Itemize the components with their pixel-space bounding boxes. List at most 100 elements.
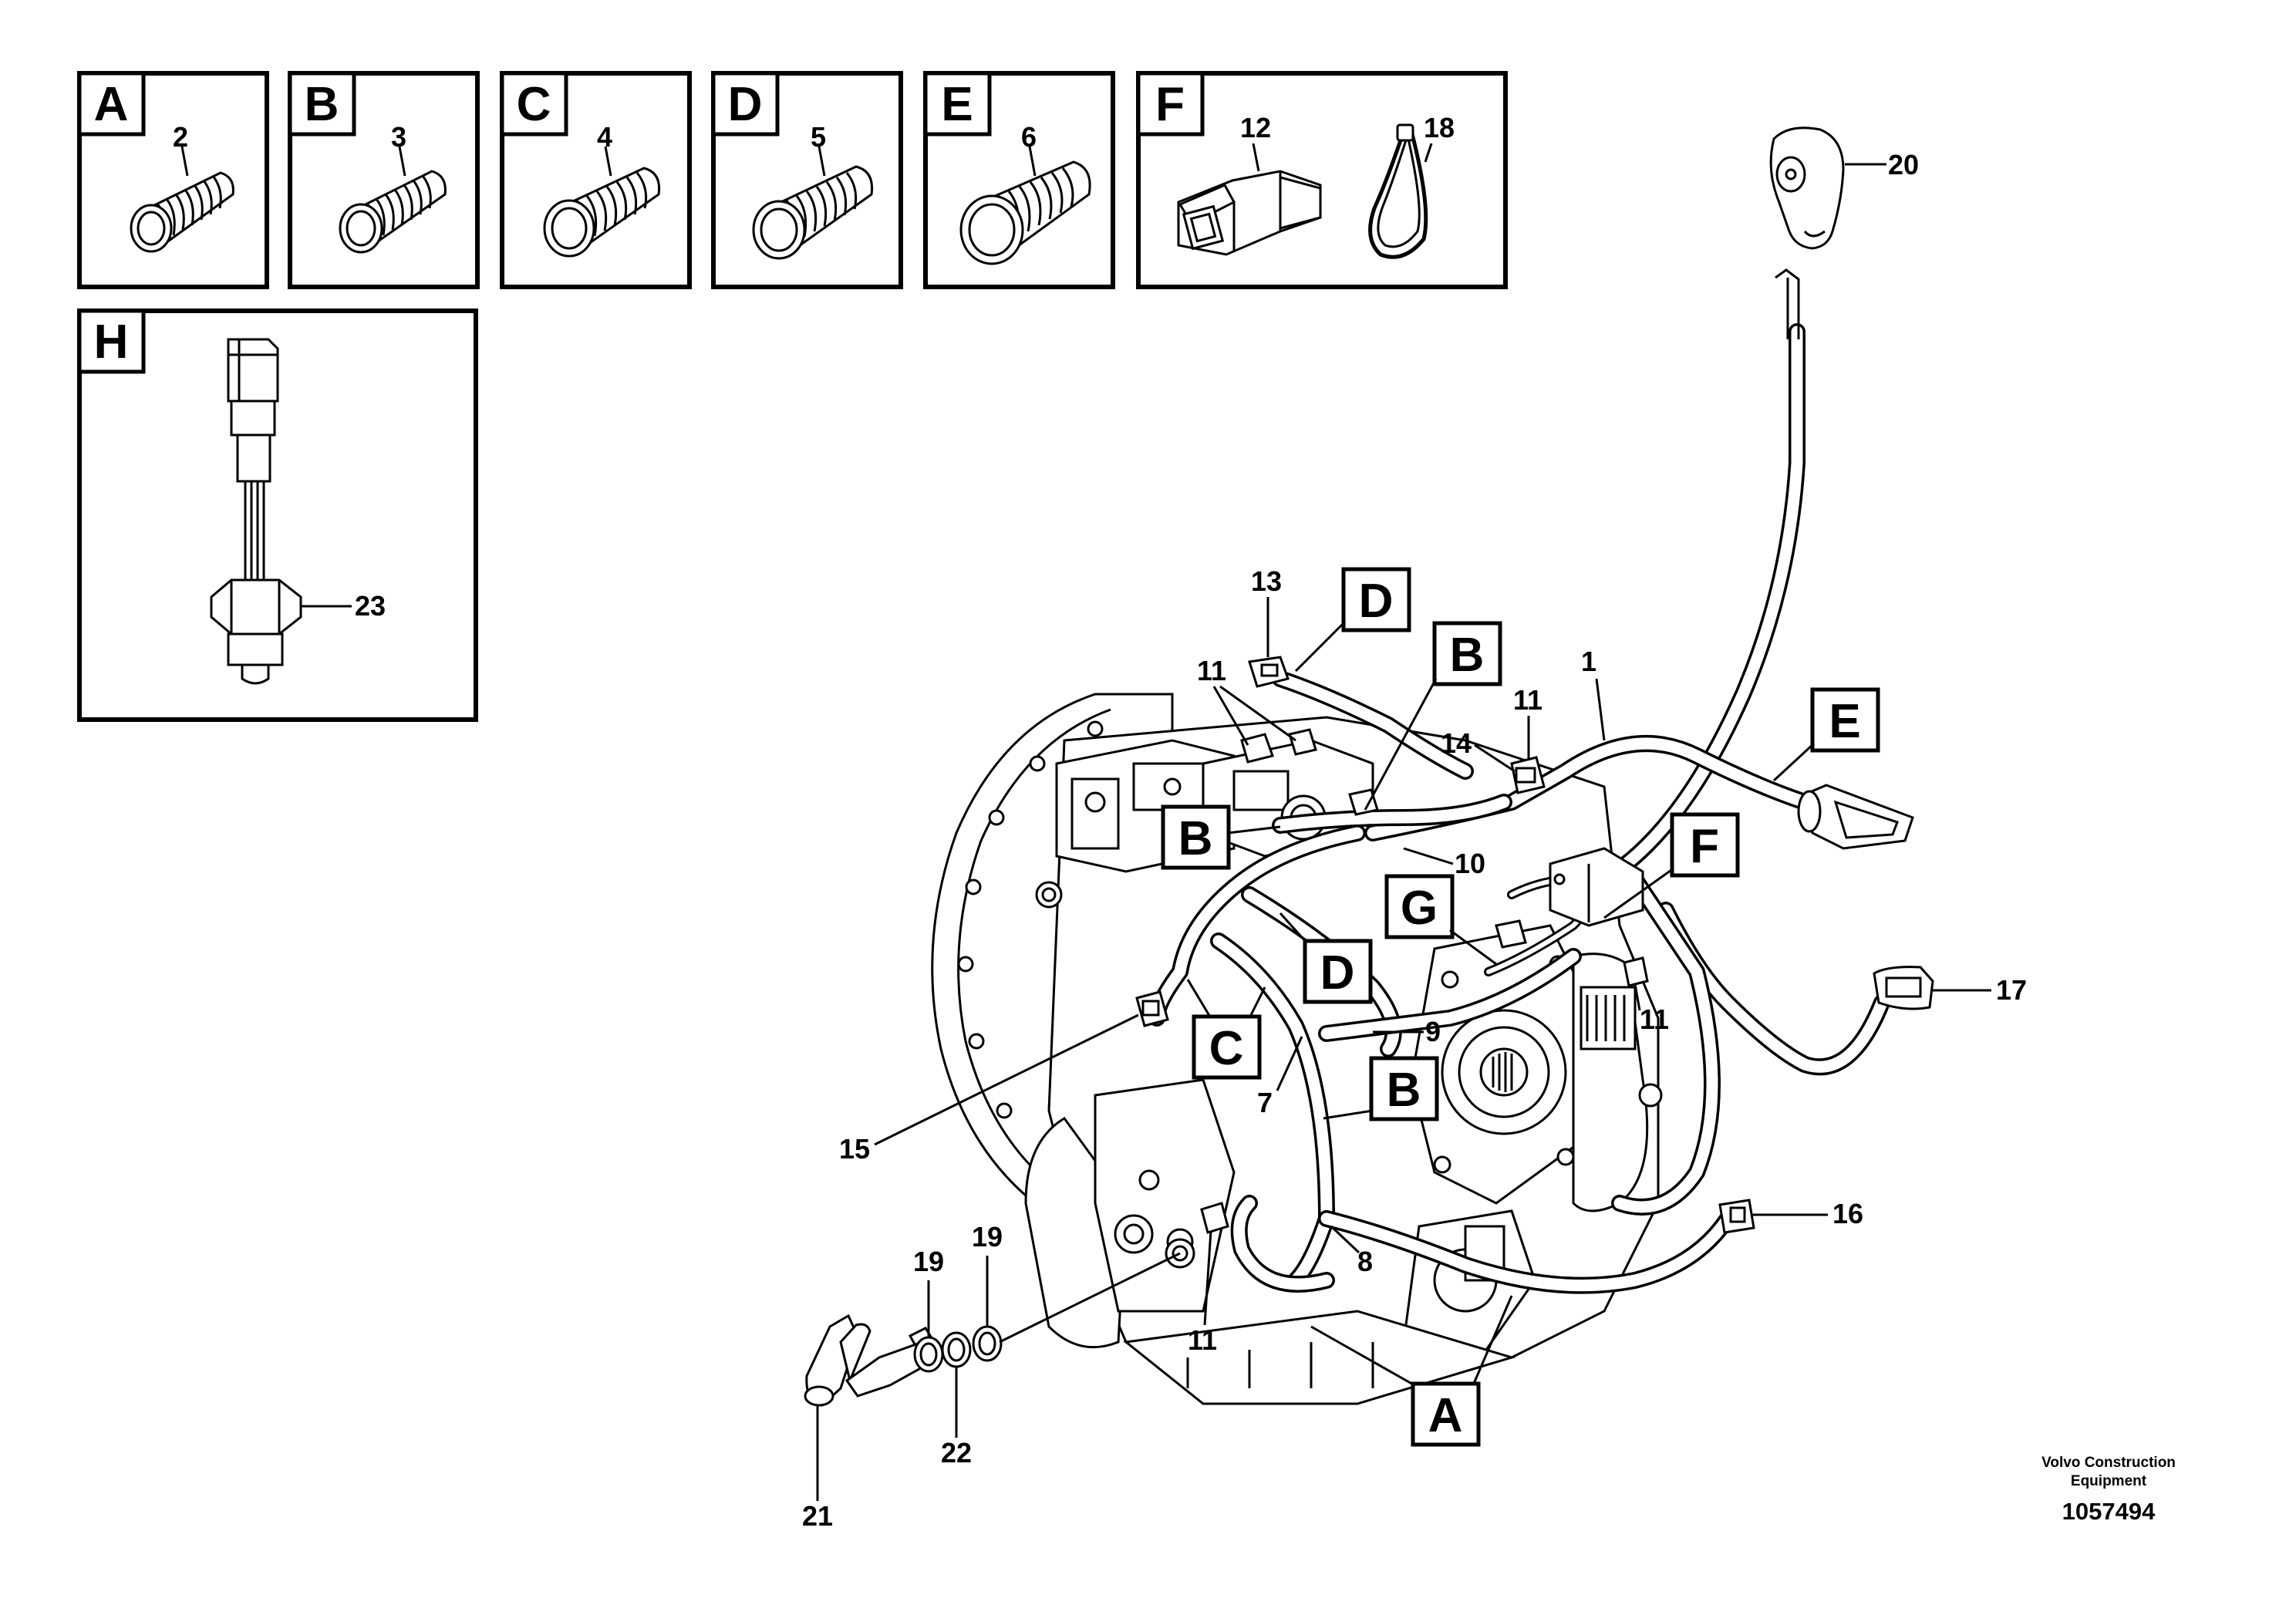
callout-2: 2 [173,121,188,153]
detail-box-h: H 23 [77,309,478,722]
connector-16-icon [1718,1199,1755,1234]
detail-box-d: D 5 [711,71,903,289]
svg-text:7: 7 [1257,1087,1273,1118]
svg-text:13: 13 [1251,565,1282,597]
callout-18: 18 [1424,112,1455,143]
connector-17-icon [1873,966,1934,1010]
svg-text:19: 19 [913,1246,944,1277]
washer-22-icon [941,1331,972,1368]
detail-box-c: C 4 [500,71,692,289]
svg-text:D: D [1359,575,1394,628]
svg-text:E: E [1829,695,1860,748]
tag-b-lower: B [1323,1056,1439,1121]
svg-text:G: G [1401,882,1438,935]
tag-b-upper: B [1364,621,1502,811]
callout-20: 20 [1888,149,1919,180]
callout-8-group: 8 [1330,1225,1373,1277]
footer: Volvo Construction Equipment 1057494 [2041,1455,2176,1525]
connector-g-icon [1495,919,1527,949]
wiring-harness [1148,268,1890,1294]
callout-12: 12 [1240,112,1271,143]
svg-text:10: 10 [1455,848,1485,879]
conduit-4-icon [543,167,661,258]
washer-19b-icon [972,1325,1003,1362]
connector-11-top-icon [1240,728,1379,816]
tag-d-middle: D [1279,912,1373,1004]
callout-11-top-group: 11 [1197,655,1296,746]
assembly-tags: D B E B F G D [1161,567,1880,1447]
callout-1-group: 1 [1581,646,1606,741]
tag-e: E [1772,687,1880,782]
callout-11-right-group: 11 [1633,983,1669,1035]
conduit-2-icon [130,171,234,253]
conduit-6-icon [959,160,1091,265]
svg-text:9: 9 [1425,1016,1441,1047]
conduit-3-icon [339,170,447,254]
connector-11-right-icon [1623,956,1649,987]
drawing-number: 1057494 [2062,1498,2156,1525]
callout-13-group: 13 [1251,565,1282,657]
callout-9-group: 9 [1373,1016,1441,1047]
callout-6: 6 [1021,121,1037,153]
callout-22-group: 22 [941,1367,972,1469]
callout-17-group: 17 [1933,974,2027,1006]
harness-connectors [1135,656,1934,1234]
company-name: Volvo Construction [2041,1455,2176,1471]
callout-21-group: 21 [802,1405,833,1532]
tag-c: C [1186,979,1266,1080]
detail-box-b: B 3 [288,71,480,289]
svg-text:11: 11 [1513,684,1542,716]
connector-12-icon [1177,170,1322,256]
svg-text:B: B [1387,1064,1421,1117]
svg-text:A: A [1428,1389,1463,1442]
connector-13-icon [1248,656,1290,688]
detail-letter-e: E [941,78,973,131]
svg-text:16: 16 [1832,1198,1863,1229]
detail-box-e: E 6 [923,71,1115,289]
svg-text:11: 11 [1197,655,1226,686]
detail-letter-a: A [94,78,129,131]
callout-11-upper-right-group: 11 [1513,684,1542,760]
detail-letter-f: F [1155,78,1185,131]
tag-d-top: D [1294,567,1411,673]
callout-19b-group: 19 [972,1221,1003,1327]
svg-text:15: 15 [839,1133,870,1165]
svg-text:D: D [1320,946,1355,1000]
sensor-21-icon [804,1313,936,1407]
detail-letter-d: D [728,78,763,131]
detail-box-a: A 2 [77,71,269,289]
detail-letter-b: B [305,78,339,131]
conduit-5-icon [752,165,874,260]
svg-text:19: 19 [972,1221,1003,1253]
callout-11-lower-group: 11 [1188,1230,1217,1356]
washer-19a-icon [913,1336,944,1373]
detail-letter-c: C [517,78,551,131]
callout-3: 3 [391,121,406,153]
connector-11-lower-icon [1200,1202,1229,1234]
detail-letter-h: H [94,315,129,369]
tag-a: A [1310,1295,1513,1447]
svg-text:C: C [1209,1022,1244,1075]
connector-e-end-icon [1797,784,1914,850]
svg-text:B: B [1450,629,1485,682]
company-name-line2: Equipment [2071,1473,2147,1489]
detail-box-f: F 12 18 [1136,71,1508,289]
callout-14-group: 14 [1441,727,1515,773]
connector-14-icon [1510,756,1546,794]
callout-7-group: 7 [1257,1036,1303,1118]
svg-text:1: 1 [1581,646,1596,677]
pressure-sensor-23-icon [210,338,302,685]
callout-16-group: 16 [1751,1198,1863,1229]
svg-text:11: 11 [1188,1324,1217,1356]
tag-f: F [1603,812,1740,919]
callouts: 1 7 8 9 10 11 11 11 [802,565,2027,1532]
shift-knob-20-icon [1769,126,1845,250]
cable-tie-18-icon [1368,123,1428,259]
svg-text:17: 17 [1996,974,2027,1006]
connector-15-icon [1135,990,1169,1027]
callout-19a-group: 19 [913,1246,944,1337]
callout-4: 4 [597,121,612,153]
svg-text:F: F [1690,820,1719,873]
svg-text:8: 8 [1357,1246,1373,1277]
